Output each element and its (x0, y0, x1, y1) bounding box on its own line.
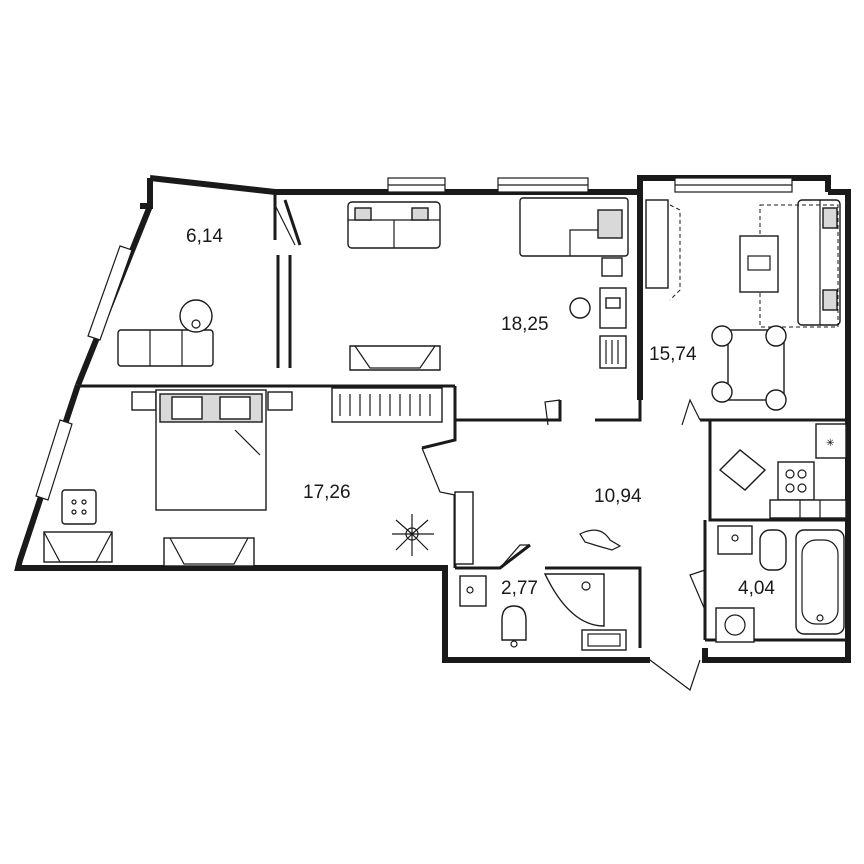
living-desk-monitor (605, 297, 621, 309)
bedroom-nightstand (131, 391, 157, 411)
shower-tray (543, 573, 605, 627)
windows (35, 177, 793, 501)
area-bedroom: 17,26 (303, 482, 351, 503)
area-kitchen: 15,74 (649, 344, 697, 365)
door-bedroom (421, 447, 456, 496)
bathroom (715, 525, 845, 643)
bathroom-sink (717, 525, 753, 555)
bedroom (43, 387, 443, 567)
toilet-cabinet (581, 629, 627, 651)
dining-chair (711, 381, 733, 403)
door-living (544, 399, 561, 426)
sofa-pillow (411, 207, 429, 221)
window-bedroom (35, 419, 73, 501)
dining-chair (765, 389, 787, 411)
plant-icon (392, 514, 434, 556)
kitchen-counter (769, 499, 847, 519)
bathtub (795, 529, 845, 635)
kitchen-stove (777, 461, 815, 501)
dining-chair (711, 325, 733, 347)
door-toilet (499, 544, 530, 569)
kitchen: ✳ (645, 199, 847, 519)
living-nightstand (601, 257, 623, 277)
area-balcony: 6,14 (186, 226, 223, 247)
bedroom-wardrobe (331, 387, 443, 423)
doors (274, 204, 706, 691)
area-hall: 10,94 (594, 486, 642, 507)
hall-wardrobe (454, 491, 474, 565)
bedroom-pillow (171, 396, 203, 420)
balcony (117, 299, 214, 367)
door-kitchen (681, 398, 701, 426)
kitchen-coffee-table (739, 235, 779, 293)
door-entrance (649, 659, 701, 691)
kitchen-fridge (815, 423, 847, 459)
bedroom-tv-stand (163, 537, 255, 567)
bathroom-toilet (759, 529, 787, 571)
balcony-round-table (179, 299, 213, 333)
cat-icon (579, 529, 622, 551)
area-toilet: 2,77 (501, 578, 538, 599)
bed-pillow (597, 209, 623, 239)
area-labels: 6,14 18,25 15,74 17,26 10,94 2,77 4,04 (186, 226, 775, 599)
bedroom-nightstand (267, 391, 293, 411)
kitchen-sofa-pillow (822, 289, 838, 311)
living-tv-stand (349, 345, 441, 371)
door-bathroom (689, 569, 706, 611)
washing-machine (715, 607, 755, 643)
window-balcony (87, 245, 133, 341)
kitchen-tv-unit (645, 199, 669, 289)
bedroom-pillow (219, 396, 251, 420)
door-balcony (274, 204, 296, 246)
living-shelf (599, 335, 627, 369)
wardrobe-hangers (339, 394, 431, 416)
area-bathroom: 4,04 (738, 578, 775, 599)
toilet-bowl (501, 605, 527, 641)
balcony-sofa (117, 329, 214, 367)
area-living-room: 18,25 (501, 314, 549, 335)
kitchen-sink (718, 449, 767, 491)
kitchen-sofa-pillow (822, 207, 838, 229)
living-room (347, 197, 629, 371)
toilet-room (459, 573, 627, 651)
fridge-icon: ✳ (826, 438, 834, 449)
bedroom-dresser (43, 531, 113, 563)
living-desk (599, 287, 627, 329)
bedroom-ottoman (61, 489, 97, 525)
living-chair (569, 297, 591, 319)
hall (454, 491, 622, 565)
sofa-pillow (354, 207, 372, 221)
dining-chair (765, 325, 787, 347)
